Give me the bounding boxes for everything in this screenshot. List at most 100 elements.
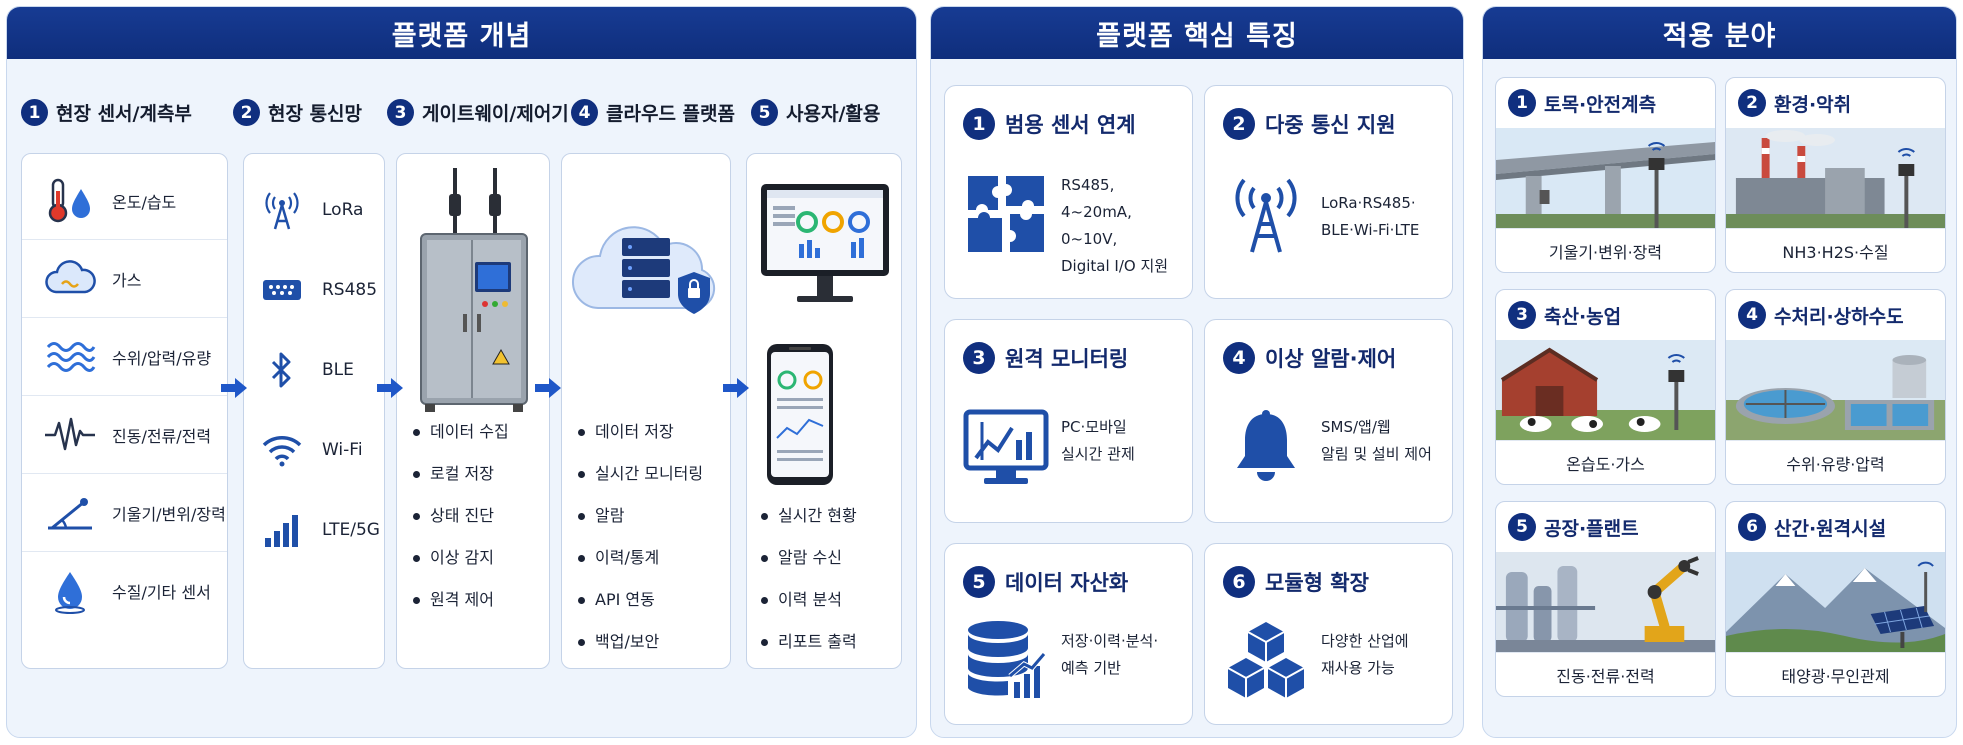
step-number: 1	[21, 99, 48, 126]
feature-description: PC·모바일 실시간 관제	[1061, 414, 1184, 468]
field-number: 4	[1738, 301, 1766, 329]
feature-line: RS485, 4~20mA,	[1061, 176, 1132, 221]
feature-line: LoRa·RS485·	[1321, 194, 1416, 212]
comm-item: LoRa	[244, 170, 384, 250]
sensor-item: 진동/전류/전력	[22, 396, 227, 474]
signal-bars-icon	[260, 508, 304, 552]
field-caption: 온습도·가스	[1496, 440, 1715, 484]
cubes-icon	[1221, 618, 1311, 702]
field-title: 토목·안전계측	[1544, 93, 1657, 116]
feature-title: 범용 센서 연계	[1005, 113, 1136, 137]
field-caption: 수위·유량·압력	[1726, 440, 1945, 484]
feature-line: Digital I/O 지원	[1061, 257, 1169, 275]
feature-number: 6	[1223, 566, 1255, 598]
panel-title: 플랫폼 개념	[7, 7, 916, 59]
vibration-waveform-icon	[42, 410, 98, 460]
sensor-label: 수위/압력/유량	[112, 348, 212, 368]
feature-number: 4	[1223, 342, 1255, 374]
mountain-solar-scene-image	[1726, 552, 1945, 652]
step-number: 4	[571, 99, 598, 126]
feature-heading: 6 모듈형 확장	[1223, 566, 1369, 598]
feature-line: 예측 기반	[1061, 659, 1121, 677]
feature-description: 저장·이력·분석· 예측 기반	[1061, 628, 1184, 682]
list-item: 원격 제어	[413, 590, 509, 610]
list-item: 상태 진단	[413, 506, 509, 526]
list-item: API 연동	[578, 590, 703, 610]
step-number: 5	[751, 99, 778, 126]
feature-heading: 5 데이터 자산화	[963, 566, 1128, 598]
field-title: 축산·농업	[1544, 305, 1622, 328]
feature-card-sensor: 1 범용 센서 연계 RS485, 4~20mA, 0~10V, Digital…	[944, 85, 1193, 299]
sensor-item: 수위/압력/유량	[22, 318, 227, 396]
field-heading: 2 환경·악취	[1726, 78, 1945, 128]
feature-description: 다양한 산업에 재사용 가능	[1321, 628, 1444, 682]
feature-description: LoRa·RS485· BLE·Wi-Fi·LTE	[1321, 190, 1444, 244]
farm-barn-scene-image	[1496, 340, 1715, 440]
field-caption: NH3·H2S·수질	[1726, 228, 1945, 272]
step-heading-network: 2 현장 통신망	[233, 99, 362, 126]
step-number: 2	[233, 99, 260, 126]
field-title: 산간·원격시설	[1774, 517, 1887, 540]
step-title: 사용자/활용	[786, 103, 881, 125]
step-title: 현장 센서/계측부	[56, 103, 192, 125]
sensor-label: 온도/습도	[112, 192, 177, 212]
flow-arrow-icon	[221, 378, 247, 398]
cloud-function-list: 데이터 저장 실시간 모니터링 알람 이력/통계 API 연동 백업/보안	[578, 422, 703, 674]
feature-line: 실시간 관제	[1061, 445, 1135, 463]
feature-description: SMS/앱/웹 알림 및 설비 제어	[1321, 414, 1444, 468]
step-heading-sensors: 1 현장 센서/계측부	[21, 99, 192, 126]
comm-label: RS485	[322, 280, 378, 300]
feature-heading: 1 범용 센서 연계	[963, 108, 1136, 140]
water-drop-icon	[42, 566, 98, 616]
field-heading: 3 축산·농업	[1496, 290, 1715, 340]
field-caption: 기울기·변위·장력	[1496, 228, 1715, 272]
field-heading: 4 수처리·상하수도	[1726, 290, 1945, 340]
comm-label: BLE	[322, 360, 354, 380]
feature-title: 데이터 자산화	[1005, 571, 1129, 595]
factory-smoke-scene-image	[1726, 128, 1945, 228]
serial-port-icon	[260, 268, 304, 312]
feature-number: 1	[963, 108, 995, 140]
feature-title: 원격 모니터링	[1005, 347, 1129, 371]
feature-heading: 2 다중 통신 지원	[1223, 108, 1396, 140]
panel-title: 플랫폼 핵심 특징	[931, 7, 1463, 59]
step-number: 3	[387, 99, 414, 126]
field-card-water: 4 수처리·상하수도 수위·유량·압력	[1725, 289, 1946, 485]
field-card-livestock: 3 축산·농업 온습도·가스	[1495, 289, 1716, 485]
field-card-factory: 5 공장·플랜트 진동·전류·전력	[1495, 501, 1716, 697]
panel-title: 적용 분야	[1483, 7, 1956, 59]
comm-label: LTE/5G	[322, 520, 380, 540]
field-title: 공장·플랜트	[1544, 517, 1639, 540]
field-number: 2	[1738, 89, 1766, 117]
feature-title: 다중 통신 지원	[1265, 113, 1396, 137]
comm-item: BLE	[244, 330, 384, 410]
field-number: 1	[1508, 89, 1536, 117]
list-item: 알람 수신	[761, 548, 857, 568]
field-heading: 1 토목·안전계측	[1496, 78, 1715, 128]
step-heading-cloud: 4 클라우드 플랫폼	[571, 99, 735, 126]
sensor-item: 가스	[22, 240, 227, 318]
field-title: 환경·악취	[1774, 93, 1852, 116]
feature-title: 이상 알람·제어	[1265, 347, 1397, 371]
field-heading: 5 공장·플랜트	[1496, 502, 1715, 552]
gateway-cabinet-icon	[411, 164, 537, 414]
feature-line: BLE·Wi-Fi·LTE	[1321, 221, 1420, 239]
smartphone-icon	[765, 342, 835, 487]
feature-line: 재사용 가능	[1321, 659, 1395, 677]
list-item: 데이터 저장	[578, 422, 703, 442]
sensor-item: 온도/습도	[22, 162, 227, 240]
factory-robot-arm-scene-image	[1496, 552, 1715, 652]
comm-label: LoRa	[322, 200, 364, 220]
field-caption: 태양광·무인관제	[1726, 652, 1945, 696]
bridge-scene-image	[1496, 128, 1715, 228]
sensor-label: 진동/전류/전력	[112, 426, 212, 446]
feature-card-monitoring: 3 원격 모니터링 PC·모바일 실시간 관제	[944, 319, 1193, 523]
list-item: 이력 분석	[761, 590, 857, 610]
flow-arrow-icon	[535, 378, 561, 398]
feature-card-modular: 6 모듈형 확장 다양한 산업에 재사용 가능	[1204, 543, 1453, 725]
sensor-item: 수질/기타 센서	[22, 552, 227, 630]
flow-arrow-icon	[377, 378, 403, 398]
field-heading: 6 산간·원격시설	[1726, 502, 1945, 552]
step-heading-gateway: 3 게이트웨이/제어기	[387, 99, 569, 126]
application-fields-panel: 적용 분야 1 토목·안전계측 기울기·변위·장력 2 환경·악취	[1482, 6, 1957, 738]
